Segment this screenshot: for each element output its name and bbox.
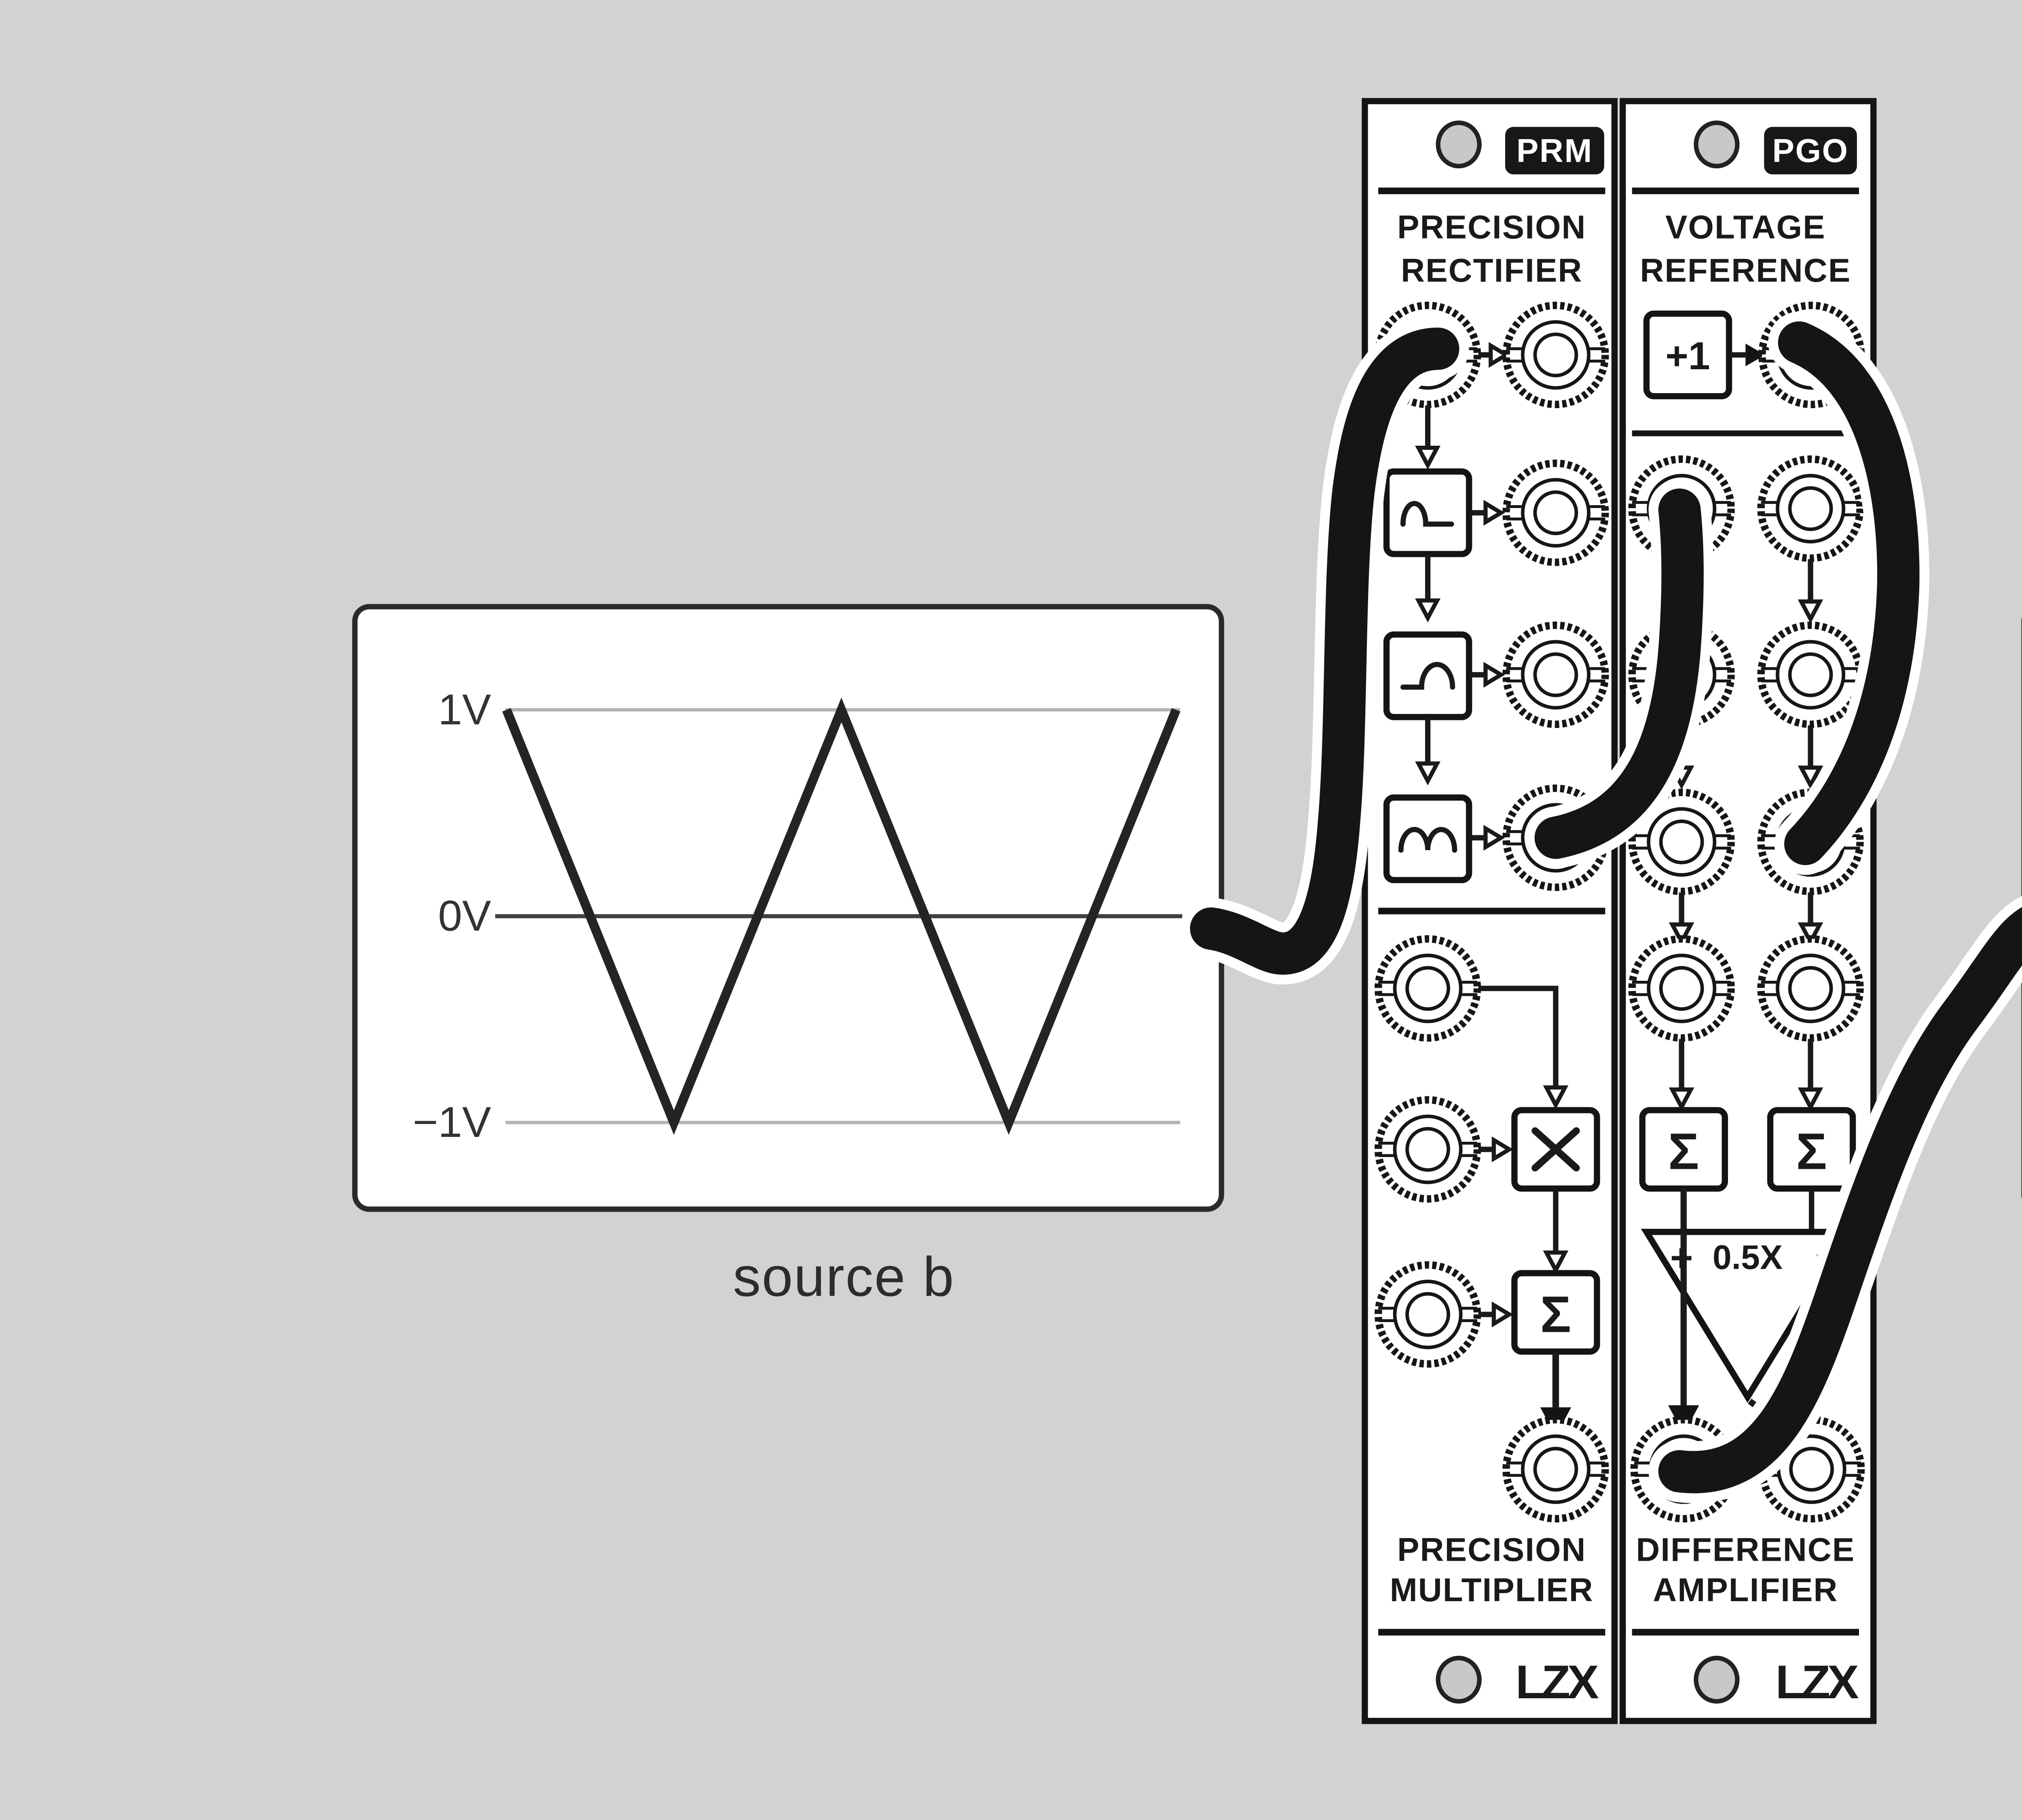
pgo-badge [1764, 127, 1857, 175]
sum-operator: Σ [1668, 1123, 1699, 1180]
brand-logo: LZX [1516, 1655, 1599, 1708]
chart-caption: source b [733, 1246, 955, 1308]
sum-operator: Σ [1540, 1286, 1571, 1343]
jack-negative-half-output [1506, 625, 1605, 724]
negative-half-wave-box [1383, 631, 1472, 720]
jack-channel-b-4 [1761, 939, 1860, 1038]
patch-cable-source-to-prm [1190, 327, 1459, 975]
module-title: PRECISION [1397, 1532, 1586, 1568]
module-title: RECTIFIER [1401, 252, 1582, 289]
arrowhead-icon [1491, 1136, 1514, 1162]
arrowhead-icon [1745, 343, 1765, 366]
arrowhead-icon [1415, 598, 1441, 622]
flow-connector [1478, 986, 1559, 1088]
jack-buffer-output [1506, 305, 1605, 404]
arrowhead-icon [1491, 1302, 1514, 1327]
patch-cable-prm-to-pgo [1534, 488, 1704, 859]
jack-multiplier-input-a [1378, 939, 1477, 1038]
screw-hole [1694, 1655, 1740, 1704]
module-title: PRECISION [1397, 209, 1586, 245]
arrowhead-icon [1669, 922, 1694, 946]
patch-cable-pgo-to-destination [1658, 907, 2022, 1494]
module-title: MULTIPLIER [1390, 1572, 1594, 1608]
jack-multiplier-input-b [1378, 1100, 1477, 1199]
sum-box-minus [1767, 1107, 1856, 1192]
pgo-badge-label: PGO [1772, 133, 1849, 169]
axis-tick-label: −1V [413, 1098, 491, 1146]
jack-positive-half-output [1506, 463, 1605, 562]
arrowhead-icon [1798, 765, 1823, 790]
negative-half-wave-icon [1400, 662, 1455, 690]
screw-hole [1436, 1655, 1482, 1704]
brand-logo: LZX [1775, 1655, 1859, 1708]
sum-box-plus [1639, 1107, 1728, 1192]
positive-half-wave-box [1383, 468, 1472, 557]
full-wave-icon [1398, 827, 1457, 853]
screw-hole [1436, 120, 1482, 169]
patch-cables [1180, 311, 2022, 1503]
module-title: DIFFERENCE [1636, 1532, 1855, 1568]
prm-badge [1505, 127, 1604, 175]
arrowhead-icon [1798, 599, 1823, 624]
module-title: VOLTAGE [1665, 209, 1826, 245]
module-title: REFERENCE [1640, 252, 1851, 289]
jack-sum-input [1378, 1265, 1477, 1364]
arrowhead-icon [1415, 761, 1441, 786]
patch-cable-reference-loop [1778, 321, 1920, 866]
axis-tick-label: 1V [438, 685, 491, 734]
jack-channel-a-4 [1632, 939, 1731, 1038]
arrowhead-icon [1415, 446, 1441, 470]
arrowhead-icon [1798, 1087, 1823, 1112]
arrowhead-icon [1543, 1085, 1569, 1110]
reference-label: +1 [1665, 334, 1710, 378]
jack-channel-b-1 [1761, 459, 1860, 558]
arrowhead-icon [1543, 1250, 1569, 1275]
jack-channel-b-2 [1761, 625, 1860, 724]
source-waveform [502, 697, 1180, 1135]
prm-badge-label: PRM [1516, 133, 1593, 169]
jack-multiplier-output [1506, 1420, 1605, 1519]
arrowhead-icon [1483, 662, 1505, 688]
multiply-icon [1531, 1127, 1580, 1172]
screw-hole [1694, 120, 1740, 169]
arrowhead-icon [1798, 922, 1823, 946]
arrowhead-icon [1483, 825, 1505, 851]
module-title: AMPLIFIER [1653, 1572, 1838, 1608]
arrowhead-icon [1489, 342, 1510, 368]
positive-half-wave-icon [1400, 501, 1454, 527]
source-chart: 1V 0V −1V source b [352, 604, 1225, 1308]
sum-operator: Σ [1796, 1123, 1827, 1180]
arrowhead-icon [1669, 1087, 1694, 1112]
arrowhead-icon [1483, 499, 1505, 526]
axis-tick-label: 0V [438, 891, 491, 940]
opamp-gain-label: 0.5X [1713, 1238, 1783, 1276]
